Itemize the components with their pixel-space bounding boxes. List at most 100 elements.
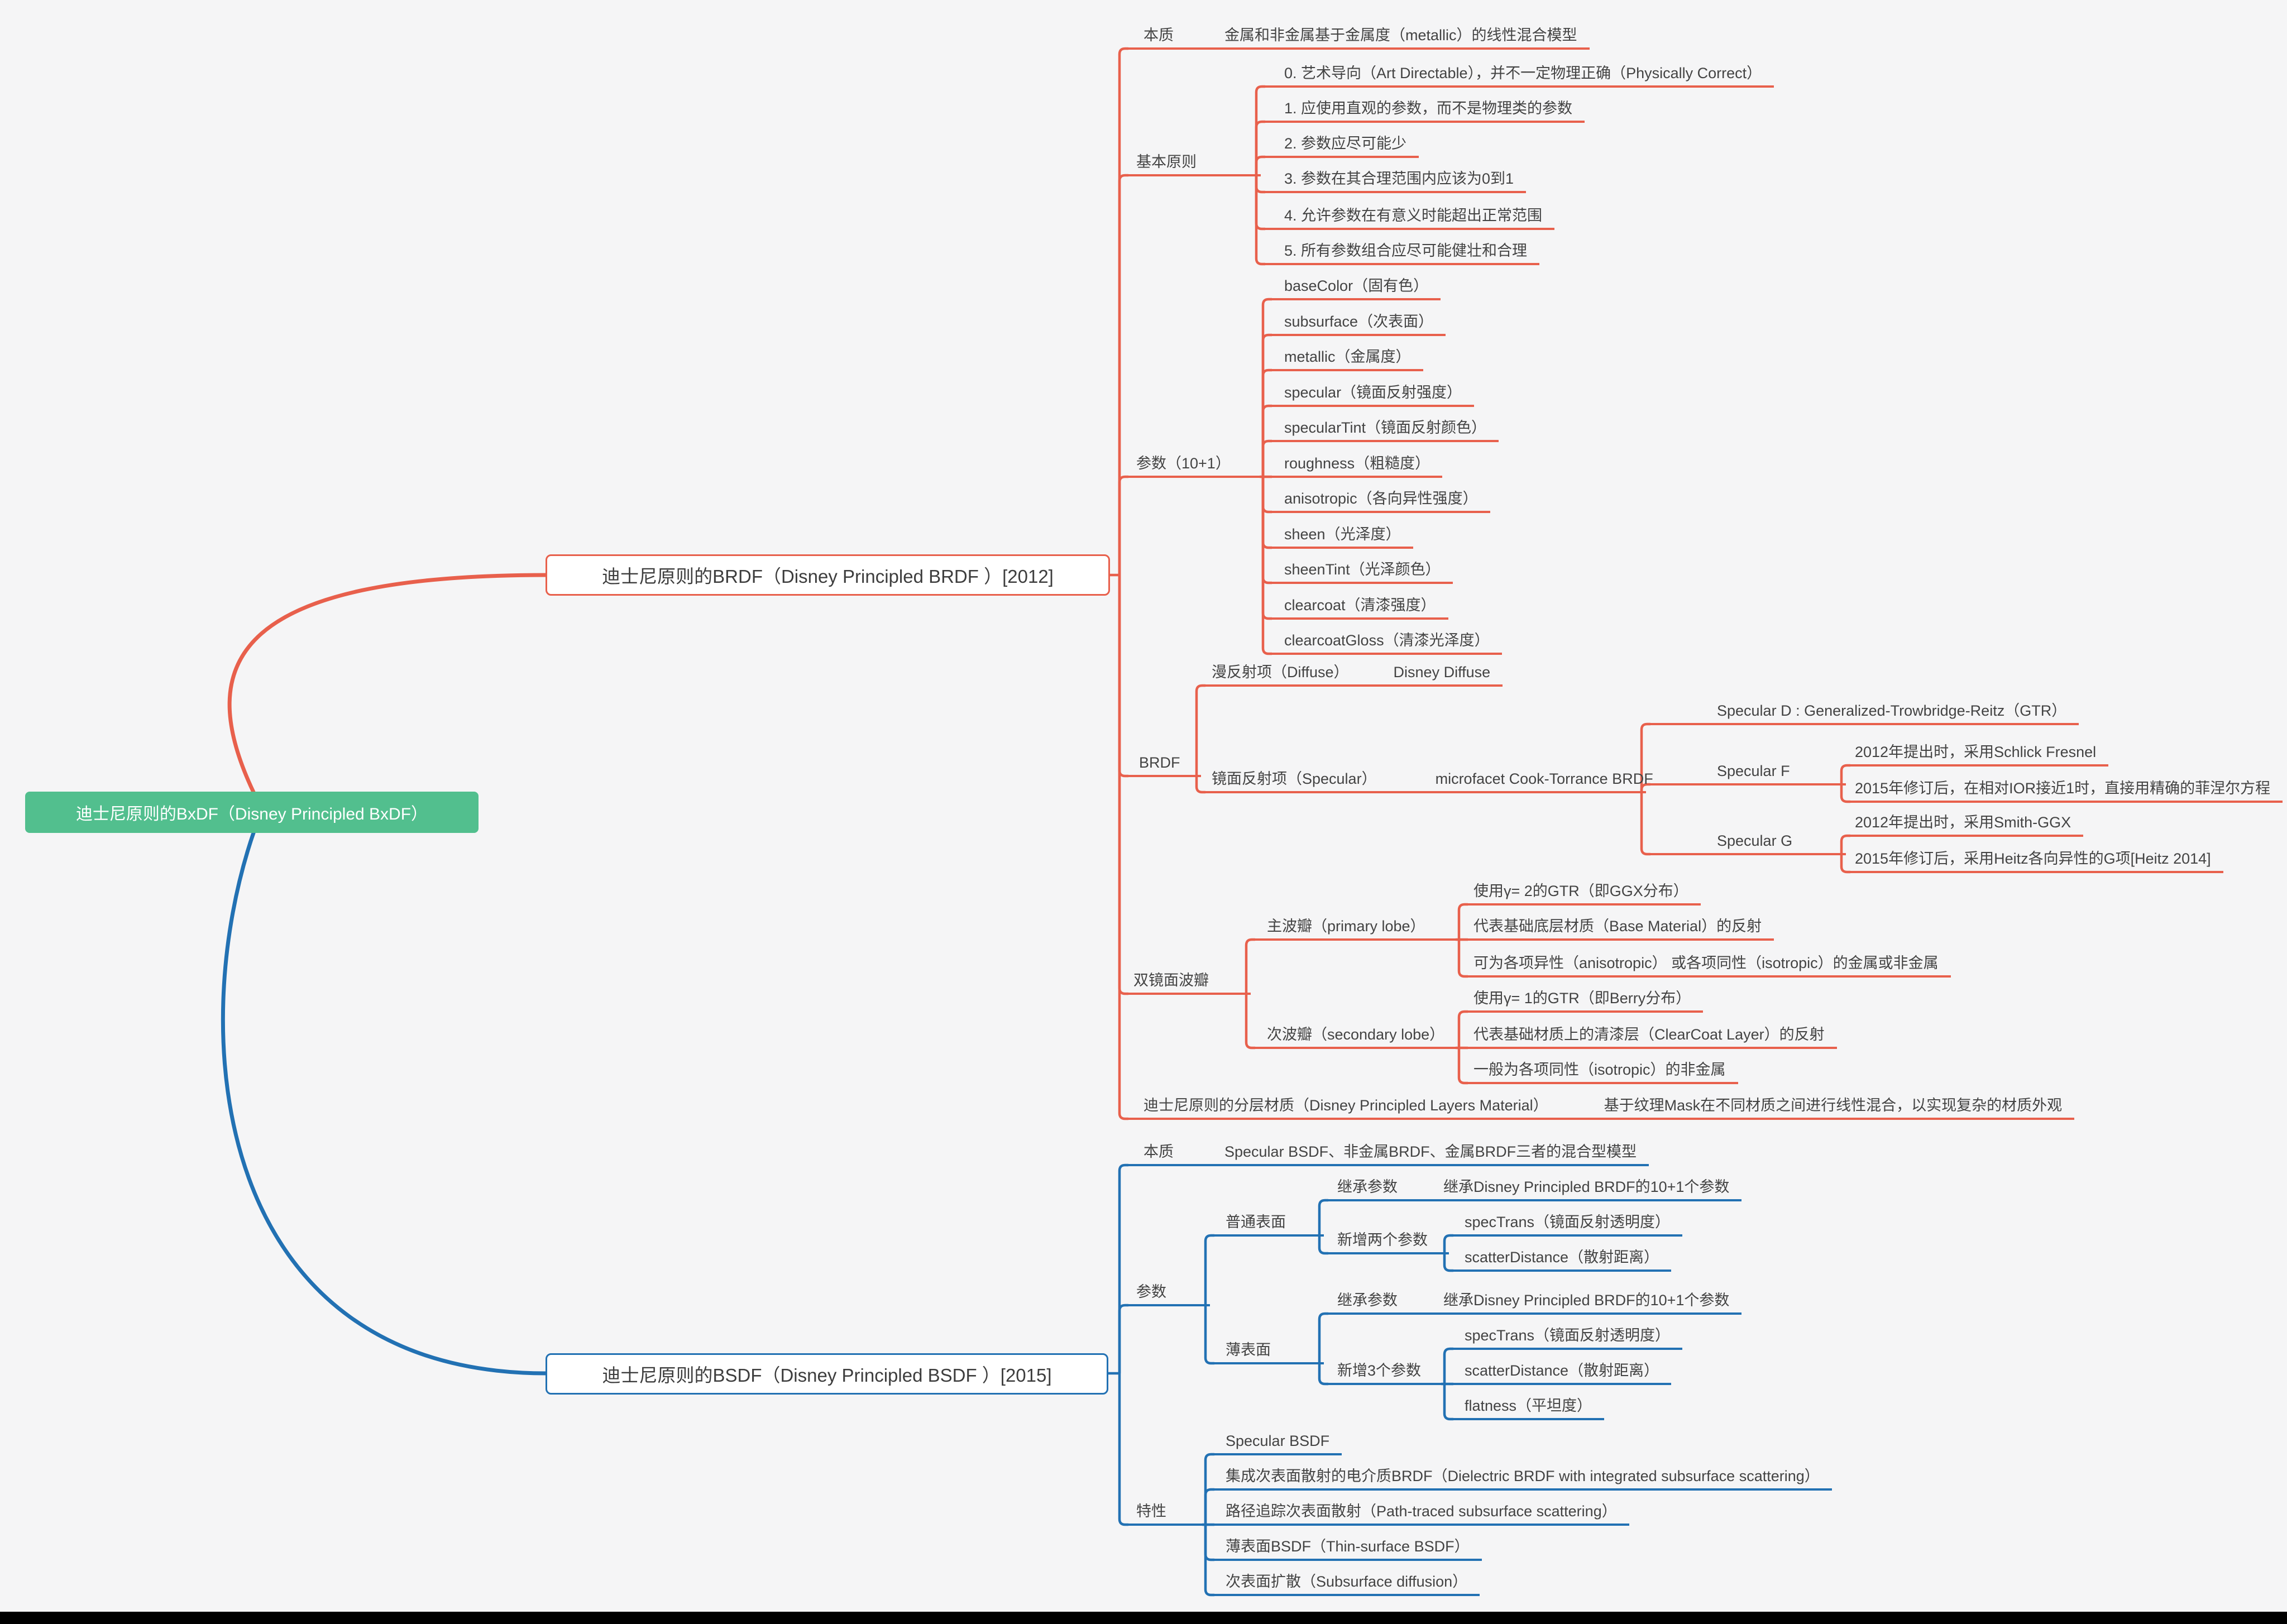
row-params[interactable]: 参数（10+1）	[1125, 449, 1267, 478]
row-brdf-terms[interactable]: BRDF	[1125, 748, 1201, 777]
normal-inherit-label[interactable]: 继承参数	[1337, 1179, 1398, 1195]
diffuse-desc[interactable]: Disney Diffuse	[1393, 664, 1491, 681]
normal-inherit-desc[interactable]: 继承Disney Principled BRDF的10+1个参数	[1443, 1179, 1730, 1195]
branch-connector	[1443, 1234, 1453, 1253]
row-feature-2[interactable]: 路径追踪次表面散射（Path-traced subsurface scatter…	[1211, 1497, 1629, 1526]
row-principle-5[interactable]: 5. 所有参数组合应尽可能健壮和合理	[1262, 236, 1540, 265]
thin-surface-label: 薄表面	[1226, 1342, 1271, 1358]
branch-connector	[1195, 684, 1205, 776]
row-principles[interactable]: 基本原则	[1125, 147, 1261, 176]
row-thin-scatterdistance[interactable]: scatterDistance（散射距离）	[1450, 1356, 1672, 1385]
row-features[interactable]: 特性	[1125, 1497, 1210, 1526]
node-root[interactable]: 迪士尼原则的BxDF（Disney Principled BxDF）	[25, 792, 479, 833]
row-primary-lobe[interactable]: 主波瓣（primary lobe）	[1252, 912, 1463, 941]
row-principle-1[interactable]: 1. 应使用直观的参数，而不是物理类的参数	[1262, 94, 1585, 123]
row-secondary-2[interactable]: 一般为各项同性（isotropic）的非金属	[1465, 1055, 1738, 1084]
row-normal-surface[interactable]: 普通表面	[1211, 1208, 1324, 1237]
thin-inherit-desc[interactable]: 继承Disney Principled BRDF的10+1个参数	[1443, 1292, 1730, 1309]
row-specular-f[interactable]: Specular F	[1647, 756, 1846, 785]
node-brdf-2012[interactable]: 迪士尼原则的BRDF（Disney Principled BRDF ）[2012…	[546, 554, 1110, 596]
primary-lobe-label: 主波瓣（primary lobe）	[1267, 918, 1425, 935]
row-feature-1[interactable]: 集成次表面散射的电介质BRDF（Dielectric BRDF with int…	[1211, 1462, 1832, 1491]
row-normal-added[interactable]: 新增两个参数	[1325, 1225, 1449, 1254]
row-thin-surface[interactable]: 薄表面	[1211, 1335, 1324, 1364]
node-bsdf-2015[interactable]: 迪士尼原则的BSDF（Disney Principled BSDF ）[2015…	[546, 1353, 1108, 1395]
branch-connector	[1840, 784, 1850, 803]
row-principle-2[interactable]: 2. 参数应尽可能少	[1262, 129, 1419, 158]
brdf-essence-label[interactable]: 本质	[1144, 27, 1174, 44]
secondary-2-label: 一般为各项同性（isotropic）的非金属	[1473, 1061, 1726, 1078]
row-param-metallic[interactable]: metallic（金属度）	[1269, 342, 1423, 371]
row-thin-flatness[interactable]: flatness（平坦度）	[1450, 1391, 1605, 1420]
row-specular-g[interactable]: Specular G	[1647, 826, 1846, 855]
branch-connector	[1195, 776, 1205, 794]
branch-connector	[1318, 1363, 1328, 1386]
row-primary-1[interactable]: 代表基础底层材质（Base Material）的反射	[1465, 912, 1774, 941]
row-thin-spectrans[interactable]: specTrans（镜面反射透明度）	[1450, 1321, 1683, 1350]
row-param-anisotropic[interactable]: anisotropic（各向异性强度）	[1269, 484, 1490, 513]
row-bsdf-params[interactable]: 参数	[1125, 1277, 1210, 1306]
row-specular-d[interactable]: Specular D : Generalized-Trowbridge-Reit…	[1647, 696, 2079, 725]
row-param-specular[interactable]: specular（镜面反射强度）	[1269, 378, 1475, 407]
row-secondary-lobe[interactable]: 次波瓣（secondary lobe）	[1252, 1020, 1463, 1049]
primary-0-label: 使用γ= 2的GTR（即GGX分布）	[1473, 883, 1688, 899]
branch-connector	[1204, 1525, 1214, 1597]
branch-connector	[1118, 575, 1128, 778]
principle-1-label: 1. 应使用直观的参数，而不是物理类的参数	[1284, 100, 1573, 117]
thin-inherit-label[interactable]: 继承参数	[1337, 1292, 1398, 1309]
row-param-subsurface[interactable]: subsurface（次表面）	[1269, 307, 1446, 336]
diffuse-label[interactable]: 漫反射项（Diffuse）	[1212, 664, 1349, 681]
branch-connector	[1261, 298, 1272, 477]
row-param-clearcoatgloss[interactable]: clearcoatGloss（清漆光泽度）	[1269, 626, 1502, 655]
row-normal-spectrans[interactable]: specTrans（镜面反射透明度）	[1450, 1208, 1683, 1237]
branch-connector	[1318, 1312, 1328, 1363]
row-specular-f-2015[interactable]: 2015年修订后，在相对IOR接近1时，直接用精确的菲涅尔方程	[1847, 774, 2283, 803]
thin-scatterdistance-label: scatterDistance（散射距离）	[1465, 1362, 1659, 1379]
row-feature-4[interactable]: 次表面扩散（Subsurface diffusion）	[1211, 1567, 1480, 1596]
row-principle-3[interactable]: 3. 参数在其合理范围内应该为0到1	[1262, 164, 1527, 193]
branch-connector	[1118, 47, 1128, 575]
param-clearcoat-label: clearcoat（清漆强度）	[1284, 597, 1436, 614]
primary-2-label: 可为各项异性（anisotropic） 或各项同性（isotropic）的金属或…	[1473, 955, 1939, 971]
branch-connector	[1457, 1010, 1468, 1048]
specular-term-label[interactable]: 镜面反射项（Specular）	[1212, 770, 1377, 787]
branch-connector	[1118, 174, 1128, 575]
row-secondary-0[interactable]: 使用γ= 1的GTR（即Berry分布）	[1465, 984, 1704, 1013]
row-primary-2[interactable]: 可为各项异性（anisotropic） 或各项同性（isotropic）的金属或…	[1465, 948, 1951, 978]
row-param-clearcoat[interactable]: clearcoat（清漆强度）	[1269, 591, 1448, 620]
principle-4-label: 4. 允许参数在有意义时能超出正常范围	[1284, 207, 1543, 224]
row-feature-0[interactable]: Specular BSDF	[1211, 1426, 1342, 1455]
row-principle-4[interactable]: 4. 允许参数在有意义时能超出正常范围	[1262, 201, 1555, 230]
row-param-sheentint[interactable]: sheenTint（光泽颜色）	[1269, 555, 1453, 584]
row-thin-added[interactable]: 新增3个参数	[1325, 1356, 1449, 1385]
row-param-speculartint[interactable]: specularTint（镜面反射颜色）	[1269, 413, 1499, 442]
row-specular-g-2015[interactable]: 2015年修订后，采用Heitz各向异性的G项[Heitz 2014]	[1847, 844, 2223, 873]
row-feature-3[interactable]: 薄表面BSDF（Thin-surface BSDF）	[1211, 1532, 1482, 1561]
branch-connector	[1255, 155, 1265, 175]
specular-g-label: Specular G	[1717, 832, 1793, 849]
row-principle-0[interactable]: 0. 艺术导向（Art Directable），并不一定物理正确（Physica…	[1262, 59, 1774, 88]
normal-surface-label: 普通表面	[1226, 1214, 1286, 1230]
bsdf-essence-desc[interactable]: Specular BSDF、非金属BRDF、金属BRDF三者的混合型模型	[1224, 1143, 1637, 1160]
normal-scatterdistance-label: scatterDistance（散射距离）	[1465, 1249, 1659, 1266]
row-dual-lobes[interactable]: 双镜面波瓣	[1125, 966, 1251, 995]
row-param-sheen[interactable]: sheen（光泽度）	[1269, 520, 1413, 549]
bsdf-essence-label[interactable]: 本质	[1144, 1143, 1174, 1160]
row-specular-term: 镜面反射项（Specular） microfacet Cook-Torrance…	[1202, 764, 1653, 793]
row-param-roughness[interactable]: roughness（粗糙度）	[1269, 449, 1443, 478]
layers-desc[interactable]: 基于纹理Mask在不同材质之间进行线性混合，以实现复杂的材质外观	[1604, 1097, 2063, 1114]
row-secondary-1[interactable]: 代表基础材质上的清漆层（ClearCoat Layer）的反射	[1465, 1020, 1837, 1049]
row-normal-scatterdistance[interactable]: scatterDistance（散射距离）	[1450, 1243, 1672, 1272]
specular-term-desc[interactable]: microfacet Cook-Torrance BRDF	[1435, 770, 1653, 787]
branch-connector	[1840, 764, 1850, 784]
brdf-essence-desc[interactable]: 金属和非金属基于金属度（metallic）的线性混合模型	[1224, 27, 1577, 44]
layers-label[interactable]: 迪士尼原则的分层材质（Disney Principled Layers Mate…	[1144, 1097, 1548, 1114]
branch-connector	[1118, 1304, 1128, 1373]
row-specular-f-2012[interactable]: 2012年提出时，采用Schlick Fresnel	[1847, 737, 2109, 767]
bsdf-params-label: 参数	[1136, 1283, 1166, 1300]
row-specular-g-2012[interactable]: 2012年提出时，采用Smith-GGX	[1847, 808, 2084, 837]
param-sheentint-label: sheenTint（光泽颜色）	[1284, 561, 1441, 578]
row-primary-0[interactable]: 使用γ= 2的GTR（即GGX分布）	[1465, 876, 1701, 906]
row-param-basecolor[interactable]: baseColor（固有色）	[1269, 271, 1441, 300]
